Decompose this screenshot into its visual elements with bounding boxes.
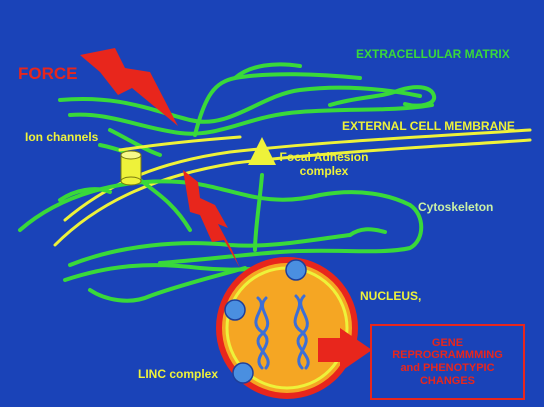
extracellular-matrix-fibers bbox=[58, 62, 437, 157]
gene-arrow bbox=[318, 328, 372, 372]
ion-channels-label: Ion channels bbox=[25, 130, 99, 144]
force-lightning-bolts bbox=[80, 48, 240, 268]
focal-adhesion-label: Focal Adhesion complex bbox=[268, 150, 380, 179]
cytoskeleton-label: Cytoskeleton bbox=[418, 200, 494, 214]
gene-line2: REPROGRAMMMING bbox=[392, 349, 503, 362]
ion-channel-cylinder bbox=[120, 150, 142, 186]
external-cell-membrane bbox=[53, 128, 532, 247]
chromatin-strands bbox=[254, 294, 310, 370]
gene-line4: CHANGES bbox=[419, 374, 475, 387]
gene-line1: GENE bbox=[431, 336, 464, 349]
focal-adhesion-line1: Focal Adhesion bbox=[279, 150, 369, 164]
force-bolt-middle bbox=[183, 170, 240, 268]
external-cell-membrane-label: EXTERNAL CELL MEMBRANE bbox=[342, 119, 515, 133]
linc-complex-label: LINC complex bbox=[138, 367, 219, 381]
force-label: FORCE bbox=[18, 64, 78, 83]
extracellular-matrix-label: EXTRACELLULAR MATRIX bbox=[356, 47, 510, 61]
gene-reprogramming-box: GENE REPROGRAMMMING and PHENOTYPIC CHANG… bbox=[370, 324, 525, 400]
focal-adhesion-triangle bbox=[248, 137, 276, 165]
nucleus-label: NUCLEUS, bbox=[360, 289, 422, 303]
linc-complex-dots bbox=[224, 259, 307, 384]
gene-line3: and PHENOTYPIC bbox=[400, 362, 495, 374]
focal-adhesion-line2: complex bbox=[299, 163, 349, 178]
force-bolt-top bbox=[80, 48, 178, 126]
